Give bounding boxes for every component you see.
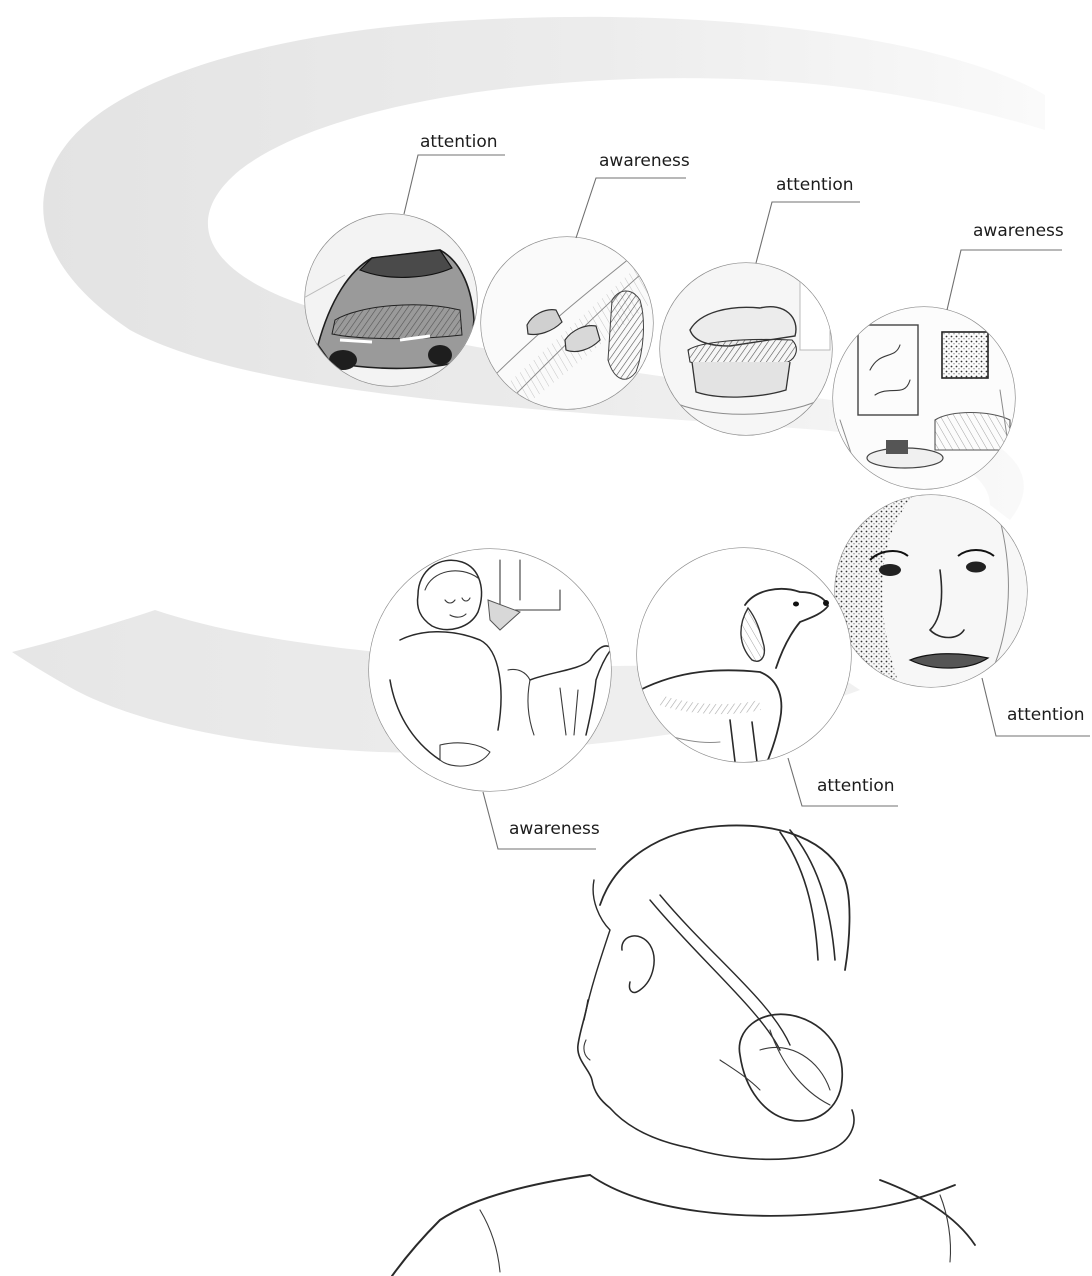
scene-label: awareness <box>599 151 690 171</box>
scene-label: attention <box>776 175 854 195</box>
scene-label: attention <box>420 132 498 152</box>
scene-label: attention <box>817 776 895 796</box>
leader-line <box>947 250 1062 310</box>
dog-sketch-icon <box>637 548 851 770</box>
face-closeup-sketch-icon <box>835 495 1027 687</box>
scene-highway: awareness <box>480 151 690 411</box>
person-back-view-sketch-icon <box>392 825 975 1276</box>
leader-line <box>756 202 860 263</box>
scene-sandwich: attention <box>658 175 860 438</box>
scene-label: awareness <box>973 221 1064 241</box>
scene-woman-dog: awareness <box>369 549 612 849</box>
woman-and-dog-sketch-icon <box>369 549 612 791</box>
scene-room: awareness <box>832 221 1064 490</box>
scene-label: attention <box>1007 705 1085 725</box>
scene-face: attention <box>835 495 1090 736</box>
leader-line <box>404 155 505 214</box>
scene-label: awareness <box>509 819 600 839</box>
leader-line <box>576 178 686 238</box>
